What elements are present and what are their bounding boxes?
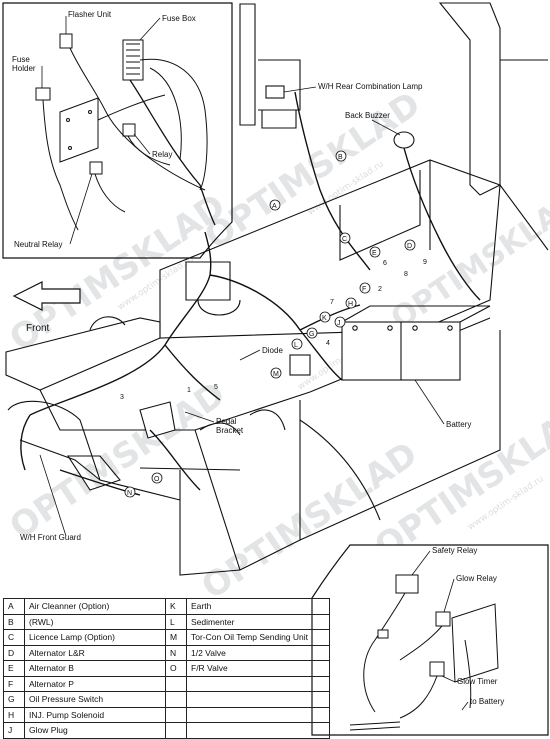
legend-key: D [3, 644, 25, 661]
label-relay: Relay [152, 150, 172, 159]
legend-value: Earth [186, 598, 330, 615]
main-labels: W/H Rear Combination Lamp Back Buzzer Di… [20, 82, 471, 542]
inset-glow-circuit-labels: Safety Relay Glow Relay Glow Timer to Ba… [432, 546, 504, 706]
legend-key: F [3, 675, 25, 692]
label-rear-combination-lamp: W/H Rear Combination Lamp [318, 82, 423, 91]
callout-8: 8 [404, 271, 408, 278]
legend-value: Alternator P [24, 675, 166, 692]
callout-J: J [337, 320, 341, 327]
legend-value [186, 675, 330, 692]
main-leaders [39, 86, 445, 537]
legend-value: Tor-Con Oil Temp Sending Unit [186, 629, 330, 646]
callout-L: L [294, 342, 298, 349]
callout-M: M [273, 371, 279, 378]
label-neutral-relay: Neutral Relay [14, 240, 62, 249]
inset-fuse-panel-leaders [41, 16, 161, 245]
legend-key: H [3, 706, 25, 723]
callout-6: 6 [383, 260, 387, 267]
label-glow-timer: Glow Timer [457, 677, 498, 686]
legend-value: INJ. Pump Solenoid [24, 706, 166, 723]
legend-key: C [3, 629, 25, 646]
legend-key: A [3, 598, 25, 615]
watermark-brand: OPTIMSKLAD [3, 374, 233, 547]
label-diode: Diode [262, 346, 283, 355]
label-front-guard: W/H Front Guard [20, 533, 81, 542]
callout-3: 3 [120, 394, 124, 401]
callout-1: 1 [187, 387, 191, 394]
callout-O: O [154, 476, 160, 483]
inset-glow-leaders [411, 550, 469, 711]
legend-value: Alternator B [24, 660, 166, 677]
legend-key: G [3, 691, 25, 708]
callout-G: G [309, 331, 314, 338]
callout-5: 5 [214, 384, 218, 391]
callout-C: C [342, 236, 347, 243]
legend-value: Oil Pressure Switch [24, 691, 166, 708]
callout-E: E [372, 250, 377, 257]
label-safety-relay: Safety Relay [432, 546, 477, 555]
legend-value: (RWL) [24, 613, 166, 630]
inset-glow-circuit [311, 544, 549, 736]
label-to-battery: to Battery [470, 697, 504, 706]
legend-key: E [3, 660, 25, 677]
legend-value [186, 691, 330, 708]
legend-key [165, 691, 187, 708]
legend-value: F/R Valve [186, 660, 330, 677]
label-fuse-box: Fuse Box [162, 14, 196, 23]
callout-4: 4 [326, 340, 330, 347]
legend-key: K [165, 598, 187, 615]
label-glow-relay: Glow Relay [456, 574, 497, 583]
callout-H: H [348, 301, 353, 308]
front-arrow: Front [12, 281, 81, 334]
callout-2: 2 [378, 286, 382, 293]
legend-key [165, 675, 187, 692]
legend-key: B [3, 613, 25, 630]
legend-key: M [165, 629, 187, 646]
callout-B: B [338, 154, 343, 161]
legend-key: O [165, 660, 187, 677]
legend-value [186, 706, 330, 723]
legend-key: L [165, 613, 187, 630]
watermark-brand: OPTIMSKLAD [385, 184, 550, 337]
callout-F: F [362, 286, 366, 293]
label-battery: Battery [446, 420, 471, 429]
callout-D: D [407, 243, 412, 250]
callout-markers [124, 150, 416, 498]
legend-key [165, 706, 187, 723]
callout-N: N [127, 490, 132, 497]
inset-fuse-panel [2, 2, 233, 259]
legend-value: Air Cleanner (Option) [24, 598, 166, 615]
legend-value: Licence Lamp (Option) [24, 629, 166, 646]
legend-value: 1/2 Valve [186, 644, 330, 661]
callout-A: A [272, 203, 277, 210]
callout-K: K [322, 315, 327, 322]
legend-key: N [165, 644, 187, 661]
label-flasher-unit: Flasher Unit [68, 10, 112, 19]
chassis [5, 2, 549, 576]
callout-9: 9 [423, 259, 427, 266]
label-front: Front [26, 323, 50, 334]
callout-7: 7 [330, 299, 334, 306]
label-back-buzzer: Back Buzzer [345, 111, 390, 120]
callout-texts: A B C D E F H J K L M N O G 1 2 3 4 5 6 … [120, 154, 427, 497]
legend-value: Sedimenter [186, 613, 330, 630]
legend-value: Alternator L&R [24, 644, 166, 661]
